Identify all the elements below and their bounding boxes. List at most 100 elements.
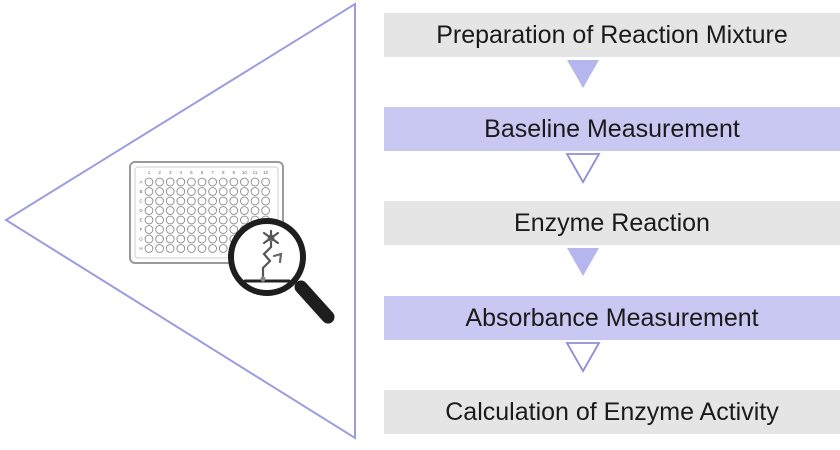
- plate-well: [144, 215, 154, 225]
- plate-well: [208, 177, 217, 187]
- plate-well: [218, 225, 228, 234]
- plate-well: [261, 187, 270, 196]
- plate-well: [250, 177, 260, 187]
- plate-well: [144, 196, 154, 206]
- plate-well: [229, 215, 239, 225]
- plate-well: [197, 177, 207, 187]
- plate-column-label: 11: [253, 170, 258, 175]
- plate-well: [155, 187, 164, 196]
- plate-column-label: 12: [263, 170, 269, 175]
- plate-row-label: E: [139, 218, 142, 223]
- plate-well: [187, 234, 196, 244]
- plate-well: [218, 196, 228, 206]
- plate-well: [165, 177, 175, 187]
- plate-well: [197, 234, 207, 244]
- plate-well: [261, 196, 270, 206]
- magnifier-icon: [228, 218, 335, 324]
- plate-well: [250, 187, 260, 196]
- plate-well: [197, 215, 207, 225]
- plate-well: [187, 215, 196, 225]
- plate-well: [165, 244, 175, 253]
- plate-well: [261, 206, 270, 215]
- step-absorbance-measurement: Absorbance Measurement: [384, 296, 840, 340]
- step-calculation-of-enzyme-activity: Calculation of Enzyme Activity: [384, 390, 840, 434]
- plate-well: [144, 206, 154, 215]
- plate-well: [165, 225, 175, 234]
- plate-well: [218, 187, 228, 196]
- plate-well: [176, 196, 186, 206]
- plate-row-label: F: [140, 227, 143, 232]
- arrow-down-filled: [567, 248, 599, 276]
- plate-well: [250, 206, 260, 215]
- plate-column-label: 4: [180, 170, 183, 175]
- step-enzyme-reaction: Enzyme Reaction: [384, 201, 840, 245]
- plate-row-label: C: [139, 199, 143, 204]
- plate-well: [176, 206, 186, 215]
- plate-well: [240, 177, 249, 187]
- plate-column-label: 1: [148, 170, 151, 175]
- plate-well: [229, 225, 239, 234]
- plate-column-label: 8: [222, 170, 225, 175]
- plate-well: [155, 225, 164, 234]
- plate-well: [144, 244, 154, 253]
- plate-well: [144, 234, 154, 244]
- triangle-outline: [4, 2, 356, 440]
- plate-well: [197, 206, 207, 215]
- plate-well: [144, 177, 154, 187]
- plate-well: [187, 177, 196, 187]
- plate-well: [165, 196, 175, 206]
- plate-well: [197, 225, 207, 234]
- plate-well: [155, 215, 164, 225]
- plate-well: [197, 196, 207, 206]
- plate-column-label: 6: [201, 170, 204, 175]
- plate-column-label: 5: [190, 170, 193, 175]
- plate-well: [218, 206, 228, 215]
- plate-well: [240, 215, 249, 225]
- plate-well: [229, 196, 239, 206]
- enzyme-substrate-icon: [243, 229, 291, 283]
- plate-well: [229, 177, 239, 187]
- arrow-down-outline: [565, 153, 601, 184]
- plate-column-label: 10: [242, 170, 248, 175]
- plate-well: [218, 215, 228, 225]
- arrow-down-filled: [567, 60, 599, 88]
- plate-well: [208, 225, 217, 234]
- plate-well: [197, 244, 207, 253]
- arrow-down-outline: [565, 342, 601, 373]
- plate-column-label: 2: [158, 170, 161, 175]
- plate-well: [176, 215, 186, 225]
- plate-well: [176, 244, 186, 253]
- plate-row-label: A: [139, 180, 142, 185]
- plate-well: [218, 234, 228, 244]
- plate-well: [208, 244, 217, 253]
- plate-well: [218, 244, 228, 253]
- plate-well: [240, 187, 249, 196]
- plate-well: [155, 206, 164, 215]
- plate-well: [176, 177, 186, 187]
- plate-row-label: H: [139, 246, 142, 251]
- plate-well: [208, 215, 217, 225]
- plate-column-label: 7: [211, 170, 214, 175]
- plate-well: [176, 234, 186, 244]
- step-baseline-measurement: Baseline Measurement: [384, 107, 840, 151]
- plate-well: [176, 187, 186, 196]
- plate-well: [144, 225, 154, 234]
- step-preparation-of-reaction-mixture: Preparation of Reaction Mixture: [384, 13, 840, 57]
- plate-column-label: 3: [169, 170, 172, 175]
- plate-well: [197, 187, 207, 196]
- plate-well: [165, 215, 175, 225]
- plate-well: [261, 177, 270, 187]
- plate-well: [187, 196, 196, 206]
- plate-row-label: G: [139, 237, 143, 242]
- plate-well: [229, 206, 239, 215]
- plate-well: [176, 225, 186, 234]
- plate-row-label: D: [139, 208, 143, 213]
- plate-well: [155, 177, 164, 187]
- plate-well: [218, 177, 228, 187]
- plate-well: [155, 234, 164, 244]
- plate-well: [165, 206, 175, 215]
- plate-well: [144, 187, 154, 196]
